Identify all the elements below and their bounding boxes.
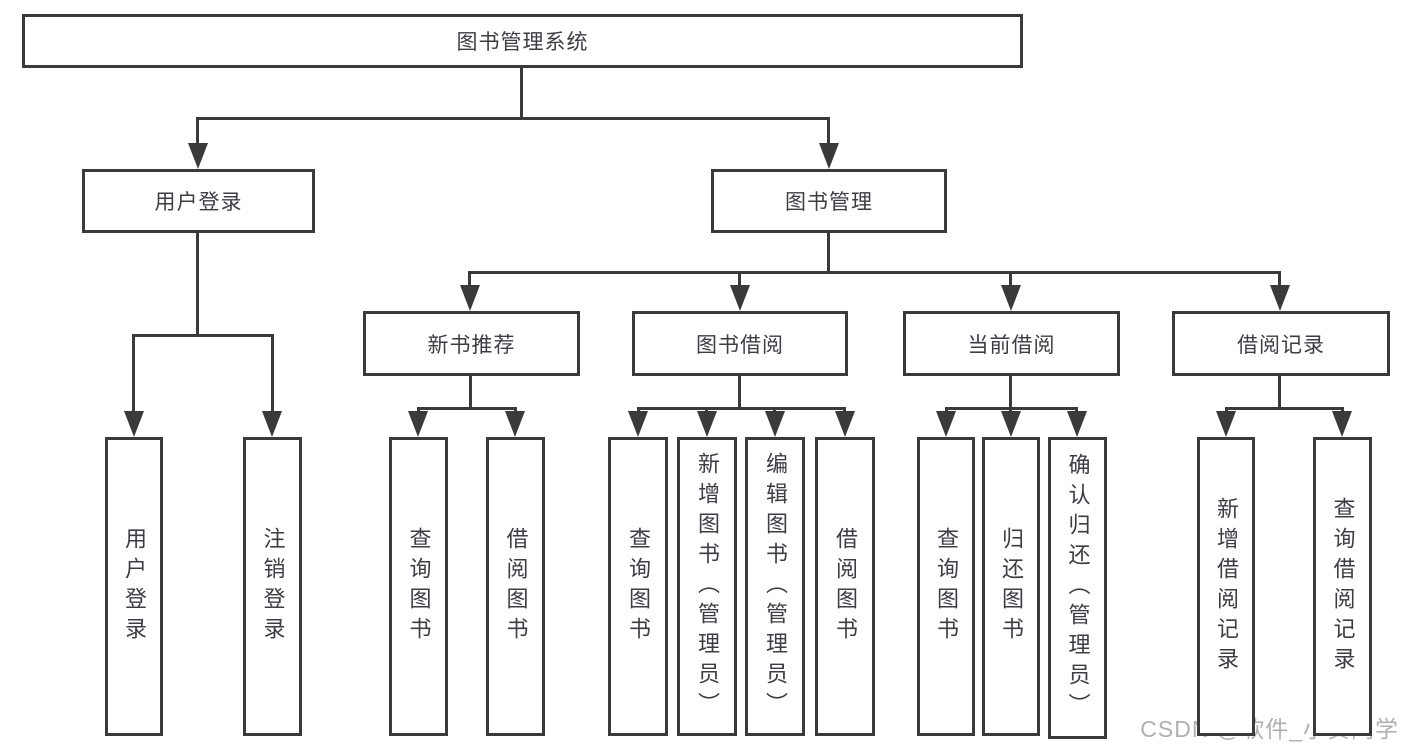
- arrow-down-icon: [1216, 411, 1236, 437]
- arrow-down-icon: [765, 411, 785, 437]
- connector-line: [738, 375, 741, 409]
- leaf-confirm-return-admin: 确认归还（管理员）: [1048, 437, 1107, 739]
- arrow-down-icon: [697, 411, 717, 437]
- leaf-query-books-current: 查询图书: [917, 437, 975, 736]
- connector-line: [1225, 407, 1344, 410]
- arrow-down-icon: [628, 411, 648, 437]
- node-book-borrowing: 图书借阅: [632, 311, 848, 376]
- leaf-edit-book-admin: 编辑图书（管理员）: [745, 437, 805, 736]
- connector-line: [520, 67, 523, 119]
- arrow-down-icon: [835, 411, 855, 437]
- arrow-down-icon: [262, 411, 282, 437]
- arrow-down-icon: [124, 411, 144, 437]
- node-root: 图书管理系统: [22, 14, 1023, 68]
- leaf-borrow-books-recommend: 借阅图书: [486, 437, 545, 736]
- arrow-down-icon: [819, 143, 839, 169]
- leaf-borrow-books: 借阅图书: [815, 437, 875, 736]
- arrow-down-icon: [188, 143, 208, 169]
- connector-line: [827, 232, 830, 273]
- leaf-query-books-borrowing: 查询图书: [608, 437, 668, 736]
- arrow-down-icon: [1332, 411, 1352, 437]
- leaf-add-book-admin: 新增图书（管理员）: [677, 437, 737, 736]
- arrow-down-icon: [505, 411, 525, 437]
- node-current-borrowing: 当前借阅: [903, 311, 1120, 376]
- leaf-user-login: 用户登录: [105, 437, 163, 736]
- leaf-add-borrow-record: 新增借阅记录: [1197, 437, 1255, 736]
- connector-line: [637, 407, 846, 410]
- leaf-query-borrow-record: 查询借阅记录: [1313, 437, 1372, 736]
- leaf-query-books-recommend: 查询图书: [389, 437, 448, 736]
- connector-line: [1009, 375, 1012, 409]
- connector-line: [468, 271, 1281, 274]
- connector-line: [271, 334, 274, 414]
- connector-line: [132, 334, 274, 337]
- node-user-login: 用户登录: [82, 169, 315, 233]
- connector-line: [196, 232, 199, 336]
- connector-line: [1278, 375, 1281, 409]
- arrow-down-icon: [1270, 285, 1290, 311]
- arrow-down-icon: [408, 411, 428, 437]
- node-new-book-recommend: 新书推荐: [363, 311, 580, 376]
- arrow-down-icon: [1001, 285, 1021, 311]
- connector-line: [1278, 271, 1281, 288]
- connector-line: [196, 117, 199, 146]
- connector-line: [468, 271, 471, 288]
- connector-line: [469, 375, 472, 409]
- leaf-logout: 注销登录: [243, 437, 302, 736]
- connector-line: [132, 334, 135, 414]
- arrow-down-icon: [730, 285, 750, 311]
- connector-line: [1009, 271, 1012, 288]
- node-book-management: 图书管理: [711, 169, 947, 233]
- connector-line: [827, 117, 830, 146]
- arrow-down-icon: [1001, 411, 1021, 437]
- connector-line: [738, 271, 741, 288]
- arrow-down-icon: [1067, 411, 1087, 437]
- connector-line: [417, 407, 517, 410]
- leaf-return-books: 归还图书: [982, 437, 1040, 736]
- arrow-down-icon: [460, 285, 480, 311]
- node-borrow-records: 借阅记录: [1172, 311, 1390, 376]
- arrow-down-icon: [936, 411, 956, 437]
- connector-line: [197, 117, 830, 120]
